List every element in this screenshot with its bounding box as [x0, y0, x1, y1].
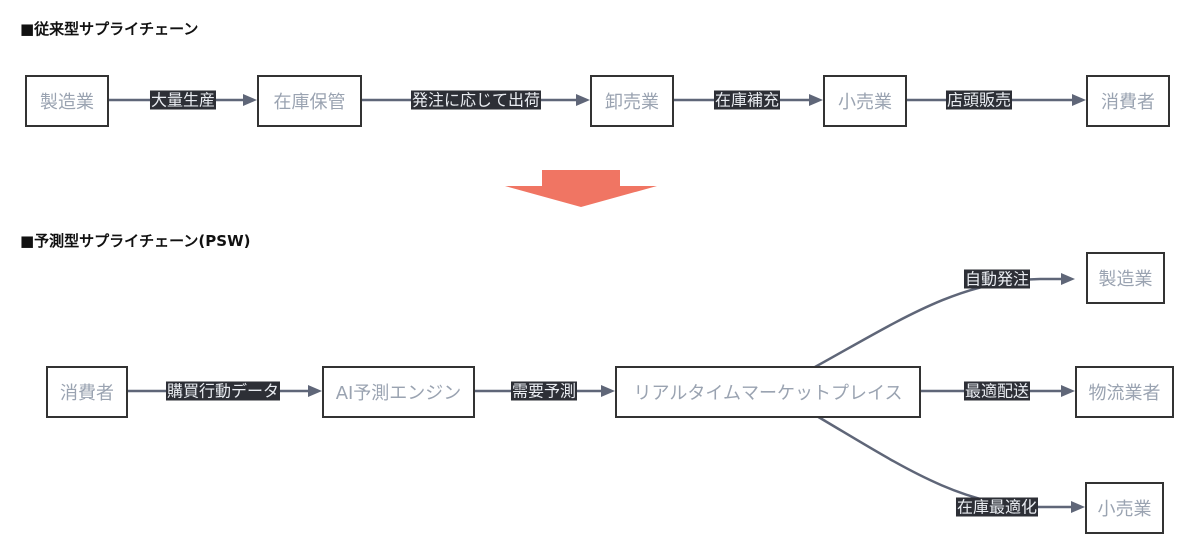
predictive-section-title: ■予測型サプライチェーン(PSW)	[20, 232, 251, 250]
arrowhead	[576, 94, 590, 106]
edge-label-order-shipping: 発注に応じて出荷	[410, 90, 542, 110]
arrowhead	[1061, 273, 1075, 285]
edge-label-mass-production: 大量生産	[149, 90, 217, 110]
arrowhead	[243, 94, 257, 106]
transition-down-arrow-icon	[505, 170, 657, 207]
node-retailer: 小売業	[1085, 482, 1164, 534]
edge-label-store-sales: 店頭販売	[945, 90, 1013, 110]
arrowhead	[601, 385, 615, 397]
traditional-section-title: ■従来型サプライチェーン	[20, 20, 199, 38]
edge-label-purchase-data: 購買行動データ	[165, 381, 281, 401]
node-consumer: 消費者	[1086, 75, 1170, 127]
node-consumer: 消費者	[46, 366, 128, 418]
arrowhead	[1071, 501, 1085, 513]
edge-label-inventory-optimization: 在庫最適化	[955, 497, 1039, 517]
arrowhead	[308, 385, 322, 397]
arrowhead	[809, 94, 823, 106]
edge-label-restock: 在庫補充	[713, 90, 781, 110]
node-inventory: 在庫保管	[257, 75, 362, 127]
edge-line-auto-order	[814, 277, 1063, 369]
node-manufacturer: 製造業	[25, 75, 109, 127]
arrowhead	[1072, 94, 1086, 106]
edge-label-demand-forecast: 需要予測	[510, 381, 578, 401]
arrowhead	[1061, 385, 1075, 397]
edge-label-auto-order: 自動発注	[963, 269, 1031, 289]
node-manufacturer: 製造業	[1086, 252, 1165, 304]
node-logistics: 物流業者	[1075, 366, 1174, 418]
node-retailer: 小売業	[823, 75, 907, 127]
edge-label-optimal-delivery: 最適配送	[963, 381, 1031, 401]
edge-line-inventory-optimization	[814, 413, 1073, 509]
node-ai-engine: AI予測エンジン	[322, 366, 475, 418]
node-wholesaler: 卸売業	[590, 75, 674, 127]
node-marketplace: リアルタイムマーケットプレイス	[615, 366, 921, 418]
